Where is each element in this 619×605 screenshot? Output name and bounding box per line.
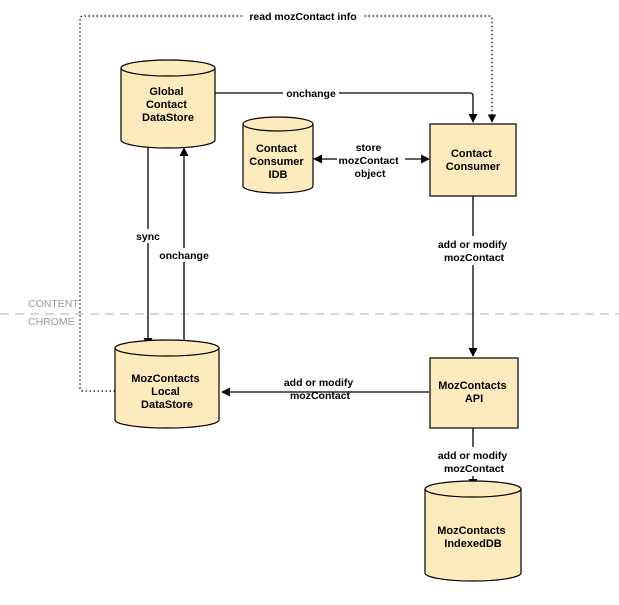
edge-sync: sync xyxy=(131,148,165,347)
zone-label-chrome: CHROME xyxy=(28,316,75,328)
rectangle-shape xyxy=(429,123,517,197)
edge-label-global-onchange: onchange xyxy=(286,88,336,100)
node-label-indexeddb: MozContacts IndexedDB xyxy=(437,525,509,550)
cylinder-shape xyxy=(114,339,220,429)
node-mozcontacts-indexeddb: MozContacts IndexedDB xyxy=(424,480,522,582)
cylinder-shape xyxy=(424,480,522,582)
edge-label-api-to-indexeddb: add or modify mozContact xyxy=(438,450,510,475)
edge-label-local-onchange: onchange xyxy=(159,250,209,262)
edge-read-info-line xyxy=(79,15,497,392)
cylinder-shape xyxy=(242,116,314,194)
cylinder-shape xyxy=(120,59,216,149)
edge-global-onchange: onchange xyxy=(215,86,478,123)
rectangle-shape xyxy=(429,357,519,429)
zone-label-content: CONTENT xyxy=(28,298,79,310)
edge-read-mozcontact-info: read mozContact info xyxy=(79,9,497,392)
node-contact-consumer: Contact Consumer xyxy=(429,123,517,197)
node-label-consumer-idb: Contact Consumer IDB xyxy=(249,143,306,181)
node-label-mozcontacts-api: MozContacts API xyxy=(438,380,510,405)
node-mozcontacts-api: MozContacts API xyxy=(429,357,519,429)
node-label-global-datastore: Global Contact DataStore xyxy=(142,86,194,124)
node-mozcontacts-local-datastore: MozContacts Local DataStore xyxy=(114,339,220,429)
edge-consumer-to-api: add or modify mozContact xyxy=(436,196,512,357)
edge-api-to-local: add or modify mozContact xyxy=(221,377,429,402)
edge-label-consumer-to-api: add or modify mozContact xyxy=(438,239,510,264)
edge-label-sync: sync xyxy=(136,231,160,243)
node-label-contact-consumer: Contact Consumer xyxy=(446,148,501,173)
node-label-local-datastore: MozContacts Local DataStore xyxy=(131,373,203,411)
edge-label-store-object: store mozContact object xyxy=(338,142,401,180)
node-global-contact-datastore: Global Contact DataStore xyxy=(120,59,216,149)
edge-label-read-info: read mozContact info xyxy=(249,11,356,23)
edge-label-api-to-local: add or modify mozContact xyxy=(284,377,356,402)
node-contact-consumer-idb: Contact Consumer IDB xyxy=(242,116,314,194)
edge-api-to-indexeddb: add or modify mozContact xyxy=(436,428,512,488)
edge-local-onchange: onchange xyxy=(155,147,213,346)
edge-store-mozcontact-object: store mozContact object xyxy=(313,140,430,180)
